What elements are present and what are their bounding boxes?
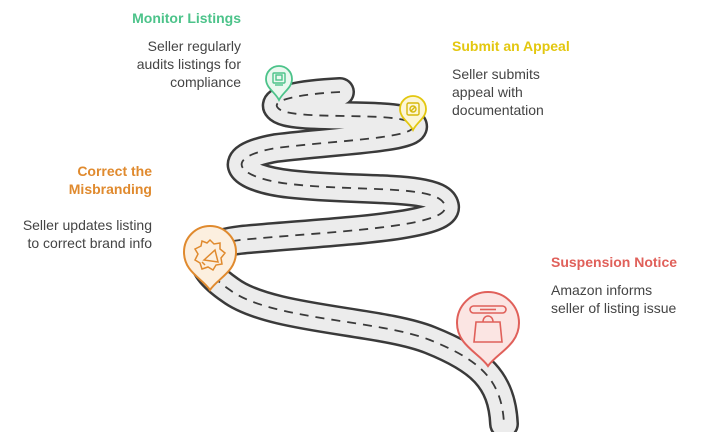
misbranding-pin bbox=[182, 225, 238, 292]
correct-misbranding-title: Correct the Misbranding bbox=[0, 162, 152, 198]
monitor-icon bbox=[272, 72, 286, 86]
shopping-bag-icon bbox=[469, 305, 507, 343]
submit-appeal-desc-line: appeal with bbox=[452, 84, 523, 100]
monitor-listings-description: Seller regularly audits listings for com… bbox=[21, 37, 241, 91]
megaphone-badge-icon bbox=[193, 238, 227, 272]
suspension-notice-desc-line: Amazon informs bbox=[551, 282, 653, 298]
monitor-listings-desc-line: Seller regularly bbox=[147, 38, 241, 54]
suspension-notice-description: Amazon informs seller of listing issue bbox=[551, 281, 701, 317]
submit-appeal-description: Seller submits appeal with documentation bbox=[452, 65, 672, 119]
monitor-listings-title: Monitor Listings bbox=[132, 10, 241, 26]
monitor-listings-desc-line: compliance bbox=[170, 74, 241, 90]
correct-misbranding-title-line: Misbranding bbox=[68, 181, 152, 197]
correct-misbranding-block: Correct the Misbranding Seller updates l… bbox=[0, 162, 152, 252]
suspension-pin bbox=[455, 291, 521, 368]
document-appeal-icon bbox=[406, 102, 420, 116]
submit-appeal-block: Submit an Appeal Seller submits appeal w… bbox=[452, 37, 672, 119]
submit-appeal-desc-line: Seller submits bbox=[452, 66, 540, 82]
appeal-pin bbox=[399, 95, 427, 133]
correct-misbranding-desc-line: Seller updates listing bbox=[22, 217, 152, 233]
submit-appeal-title: Submit an Appeal bbox=[452, 38, 570, 54]
suspension-notice-title: Suspension Notice bbox=[551, 254, 678, 270]
correct-misbranding-description: Seller updates listing to correct brand … bbox=[0, 216, 152, 252]
correct-misbranding-desc-line: to correct brand info bbox=[27, 235, 152, 251]
submit-appeal-desc-line: documentation bbox=[452, 102, 544, 118]
monitor-listings-desc-line: audits listings for bbox=[136, 56, 241, 72]
suspension-notice-desc-line: seller of listing issue bbox=[551, 300, 677, 316]
monitor-listings-block: Monitor Listings Seller regularly audits… bbox=[21, 9, 241, 91]
correct-misbranding-title-line: Correct the bbox=[77, 163, 152, 179]
monitor-pin bbox=[265, 65, 293, 103]
road-center-line bbox=[203, 91, 505, 425]
misbranding-pin-shape bbox=[182, 225, 238, 292]
suspension-notice-block: Suspension Notice Amazon informs seller … bbox=[551, 253, 701, 317]
suspension-pin-shape bbox=[455, 291, 521, 368]
